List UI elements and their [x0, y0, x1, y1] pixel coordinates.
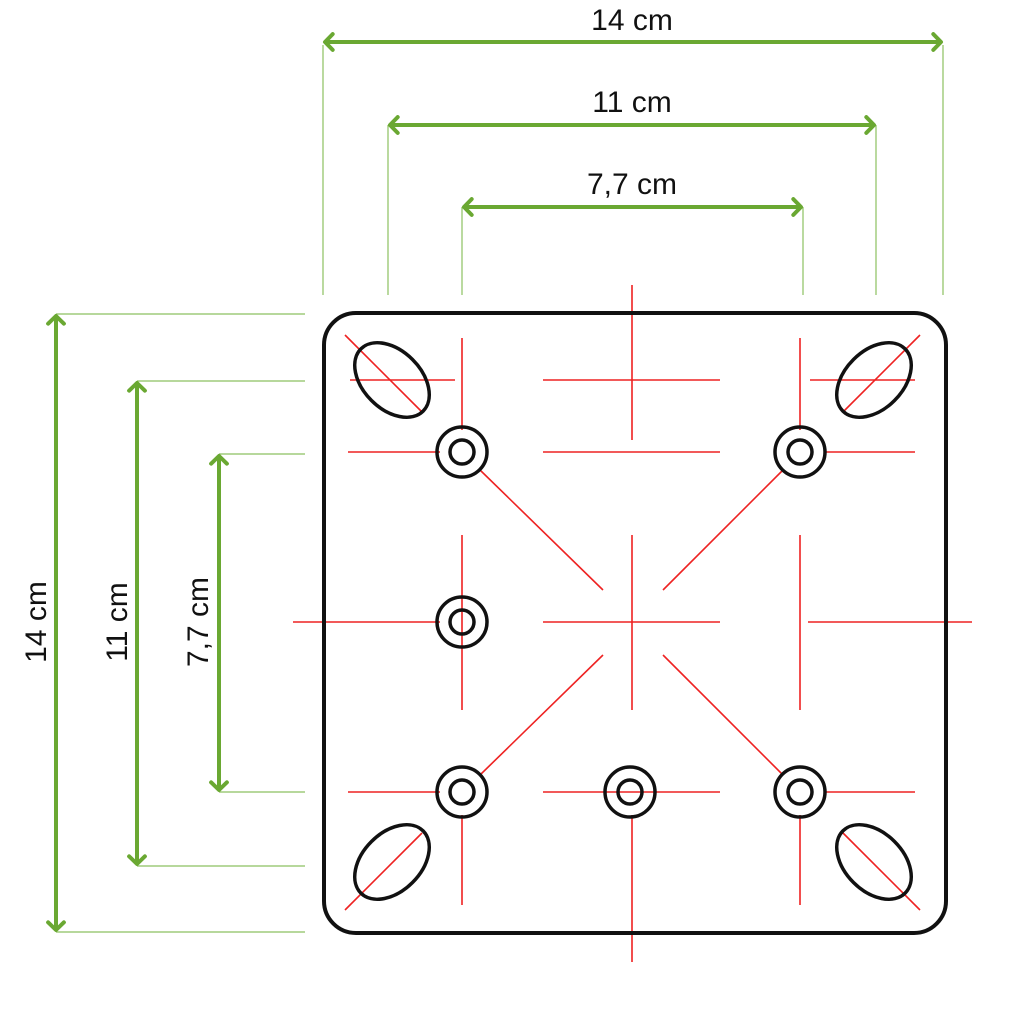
hole-inner-ring: [786, 778, 814, 806]
center-line: [662, 469, 784, 591]
arrowhead-icon: [462, 197, 474, 217]
mounting-slot: [834, 340, 914, 420]
center-lines: [293, 285, 972, 962]
arrowhead-icon: [127, 854, 147, 866]
screw-hole: [603, 765, 657, 819]
hole-inner-ring: [448, 438, 476, 466]
hole-inner-ring: [616, 778, 644, 806]
screw-hole: [435, 425, 489, 479]
mounting-slot: [352, 340, 432, 420]
hole-outer-ring: [773, 425, 827, 479]
dim-label-v-7-7: 7,7 cm: [182, 577, 215, 667]
hole-outer-ring: [603, 765, 657, 819]
hole-outer-ring: [435, 425, 489, 479]
mounting-slot: [352, 822, 432, 902]
arrowhead-icon: [46, 314, 66, 326]
arrowhead-icon: [209, 780, 229, 792]
arrowhead-icon: [127, 381, 147, 393]
dim-arrow-h-11: [388, 115, 876, 135]
hole-inner-ring: [448, 608, 476, 636]
hole-inner-ring: [786, 438, 814, 466]
center-line: [479, 654, 604, 776]
dim-arrow-h-7-7: [462, 197, 803, 217]
holes: [352, 340, 914, 902]
arrowhead-icon: [864, 115, 876, 135]
dim-label-h-14: 14 cm: [591, 4, 673, 37]
mounting-slot: [834, 822, 914, 902]
screw-hole: [435, 595, 489, 649]
arrowhead-icon: [388, 115, 400, 135]
dim-label-v-14: 14 cm: [20, 581, 53, 663]
dim-arrow-v-14: [46, 314, 66, 932]
center-line: [662, 654, 784, 776]
center-line: [344, 832, 423, 911]
extension-lines: [56, 45, 944, 933]
center-line: [842, 334, 921, 413]
arrowhead-icon: [791, 197, 803, 217]
arrowhead-icon: [46, 920, 66, 932]
hole-outer-ring: [435, 595, 489, 649]
center-line: [479, 469, 604, 591]
arrowhead-icon: [323, 32, 335, 52]
plate-outline: [322, 311, 948, 935]
hole-outer-ring: [773, 765, 827, 819]
screw-hole: [773, 425, 827, 479]
center-line: [842, 832, 921, 911]
screw-hole: [435, 765, 489, 819]
dimension-arrows: [46, 32, 943, 932]
dim-label-h-7-7: 7,7 cm: [587, 168, 677, 201]
dim-arrow-h-14: [323, 32, 943, 52]
dim-label-h-11: 11 cm: [592, 86, 671, 119]
hole-outer-ring: [435, 765, 489, 819]
arrowhead-icon: [209, 454, 229, 466]
dim-arrow-v-7-7: [209, 454, 229, 792]
hole-inner-ring: [448, 778, 476, 806]
dim-arrow-v-11: [127, 381, 147, 866]
dim-label-v-11: 11 cm: [101, 582, 134, 661]
screw-hole: [773, 765, 827, 819]
center-line: [344, 334, 423, 413]
arrowhead-icon: [931, 32, 943, 52]
